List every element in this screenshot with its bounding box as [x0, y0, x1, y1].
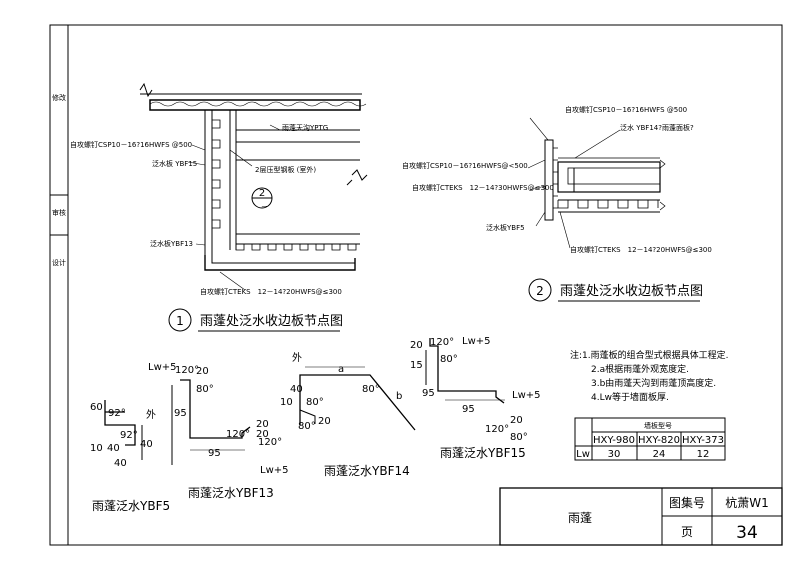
ybf14-dim-10: 10 [280, 397, 293, 408]
ybf15-dim-angle-2: 80° [440, 354, 458, 365]
ybf5-dim-40a: 40 [140, 439, 153, 450]
ybf15-dim-lw-bottom: Lw+5 [512, 390, 541, 401]
title-block-name: 雨蓬 [568, 511, 592, 525]
outer-frame [49, 24, 783, 546]
detail-2-drawing [527, 117, 666, 249]
ybf5-dim-angle-2: 92° [120, 430, 138, 441]
lw-table-type-1: HXY-980 [593, 435, 635, 446]
ybf13-dim-angle-4: 120° [258, 437, 282, 448]
detail-1-number: 1 [176, 314, 184, 328]
ybf5-caption: 雨蓬泛水YBF5 [92, 499, 170, 513]
ybf15-dim-angle-4: 80° [510, 432, 528, 443]
ybf15-dim-20b: 20 [510, 415, 523, 426]
ybf15-dim-20: 20 [410, 340, 423, 351]
lw-table-row-label: Lw [576, 449, 590, 460]
ybf14-dim-angle-1: 80° [362, 384, 380, 395]
ybf15-dim-15: 15 [410, 360, 423, 371]
ybf15-dim-angle-3: 120° [485, 424, 509, 435]
profile-ybf14-drawing [299, 366, 416, 431]
ybf15-caption: 雨蓬泛水YBF15 [440, 446, 526, 460]
lw-table-value-1: 30 [608, 449, 621, 460]
ybf5-dim-outer: 外 [146, 409, 156, 421]
detail-2-number-circle [528, 278, 552, 302]
ybf13-dim-95v: 95 [174, 408, 187, 419]
ybf13-dim-95h: 95 [208, 448, 221, 459]
ybf5-dim-40b: 40 [107, 443, 120, 454]
ybf15-dim-lw-top: Lw+5 [462, 336, 491, 347]
detail-1-drawing: 2 — [139, 82, 368, 291]
ybf15-dim-95h: 95 [462, 404, 475, 415]
side-label-review: 审核 [52, 208, 66, 217]
title-block [499, 487, 783, 546]
ybf15-dim-95v: 95 [422, 388, 435, 399]
svg-text:—: — [262, 202, 269, 210]
d2-label-screw-mid: 自攻螺钉CSP10－16?16HWFS@<500 [402, 161, 528, 170]
section-mark-text: 2 [259, 188, 265, 199]
detail-1-caption: 雨蓬处泛水收边板节点图 [200, 314, 343, 329]
ybf13-dim-angle-3: 120° [226, 429, 250, 440]
lw-table-type-2: HXY-820 [638, 435, 680, 446]
lw-table-value-2: 24 [653, 449, 666, 460]
ybf14-dim-a: a [338, 364, 344, 375]
d2-label-ybf14: 泛水 YBF14?雨蓬面板? [620, 123, 694, 132]
profile-ybf15-drawing [425, 338, 505, 404]
note-1: 注:1.雨蓬板的组合型式根据具体工程定. [570, 349, 728, 361]
profile-ybf13-drawing [171, 379, 251, 465]
detail-1-number-circle [168, 308, 192, 332]
d2-label-ybf5: 泛水板YBF5 [486, 223, 525, 232]
ybf14-dim-20: 20 [318, 416, 331, 427]
ybf14-dim-outer: 外 [292, 352, 302, 364]
detail-2-number: 2 [536, 284, 544, 298]
ybf13-dim-angle-2: 80° [196, 384, 214, 395]
ybf13-dim-20c: 20 [256, 429, 269, 440]
side-label-revise: 修改 [52, 93, 66, 102]
ybf5-dim-40c: 40 [114, 458, 127, 469]
atlas-number-value: 杭萧W1 [725, 495, 769, 510]
ybf14-dim-angle-2: 80° [306, 397, 324, 408]
ybf5-dim-10: 10 [90, 443, 103, 454]
ybf13-dim-angle-1: 120° [175, 365, 199, 376]
ybf5-dim-angle-1: 92° [108, 408, 126, 419]
lw-table-header: 墙板型号 [644, 421, 672, 430]
d2-label-screw-bottom: 自攻螺钉CTEKS 12－14?20HWFS@≤300 [570, 245, 712, 254]
d1-label-ybf13: 泛水板YBF13 [150, 239, 193, 248]
note-2: 2.a根据雨蓬外观宽度定. [591, 363, 689, 375]
lw-table [574, 417, 726, 461]
ybf14-dim-angle-3: 80° [298, 421, 316, 432]
ybf14-dim-b: b [396, 391, 402, 402]
page-number: 34 [736, 523, 758, 543]
ybf5-dim-60: 60 [90, 402, 103, 413]
ybf14-caption: 雨蓬泛水YBF14 [324, 464, 410, 478]
ybf13-dim-lw-top: Lw+5 [148, 362, 177, 373]
ybf15-dim-angle-1: 120° [430, 337, 454, 348]
note-3: 3.b由雨蓬天沟到雨蓬顶高度定. [591, 377, 716, 389]
d1-label-ybf15: 泛水板 YBF15 [152, 159, 197, 168]
d1-label-gutter: 雨蓬天沟YPTG [282, 123, 328, 132]
lw-table-type-3: HXY-373 [682, 435, 724, 446]
side-label-design: 设计 [52, 258, 66, 267]
profile-ybf5-drawing [104, 400, 143, 460]
detail-2-caption: 雨蓬处泛水收边板节点图 [560, 284, 703, 299]
d1-label-deck: 2层压型钢板 (室外) [255, 165, 316, 174]
ybf13-caption: 雨蓬泛水YBF13 [188, 486, 274, 500]
d1-label-screw-bottom: 自攻螺钉CTEKS 12－14?20HWFS@≤300 [200, 287, 342, 296]
d2-label-screw-cteks: 自攻螺钉CTEKS 12－14?30HWFS@≤300 [412, 183, 554, 192]
page-label: 页 [681, 525, 693, 539]
lw-table-value-3: 12 [697, 449, 710, 460]
ybf14-dim-40: 40 [290, 384, 303, 395]
d1-label-screw-top: 自攻螺钉CSP10－16?16HWFS @500 [70, 140, 192, 149]
ybf13-dim-20: 20 [196, 366, 209, 377]
d2-label-screw-top: 自攻螺钉CSP10－16?16HWFS @500 [565, 105, 687, 114]
note-4: 4.Lw等于墙面板厚. [591, 391, 669, 403]
ybf13-dim-lw-bottom: Lw+5 [260, 465, 289, 476]
ybf13-dim-20b: 20 [256, 419, 269, 430]
atlas-number-label: 图集号 [669, 495, 705, 510]
